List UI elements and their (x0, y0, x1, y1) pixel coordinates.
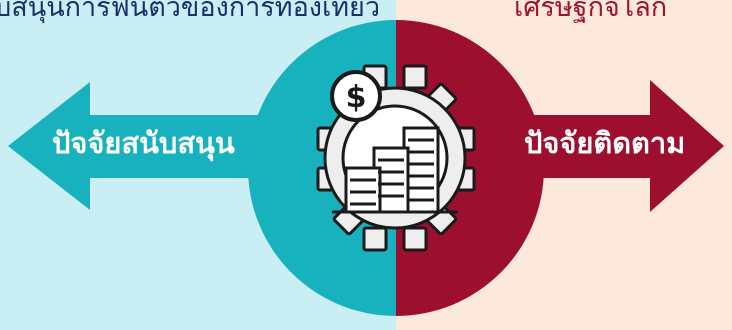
left-arrow-label: ปัจจัยสนับสนุน (52, 126, 235, 160)
right-arrow (500, 80, 724, 212)
right-panel-title: เศรษฐกิจโลก (514, 0, 668, 23)
right-arrow-label: ปัจจัยติดตาม (524, 126, 686, 160)
dollar-icon: $ (346, 80, 367, 115)
left-arrow (8, 82, 300, 210)
economy-gear-icon (316, 64, 476, 252)
left-panel-title: ปัจจัยสนับสนุนการฟื้นตัวของการท่องเที่ยว (0, 0, 380, 23)
